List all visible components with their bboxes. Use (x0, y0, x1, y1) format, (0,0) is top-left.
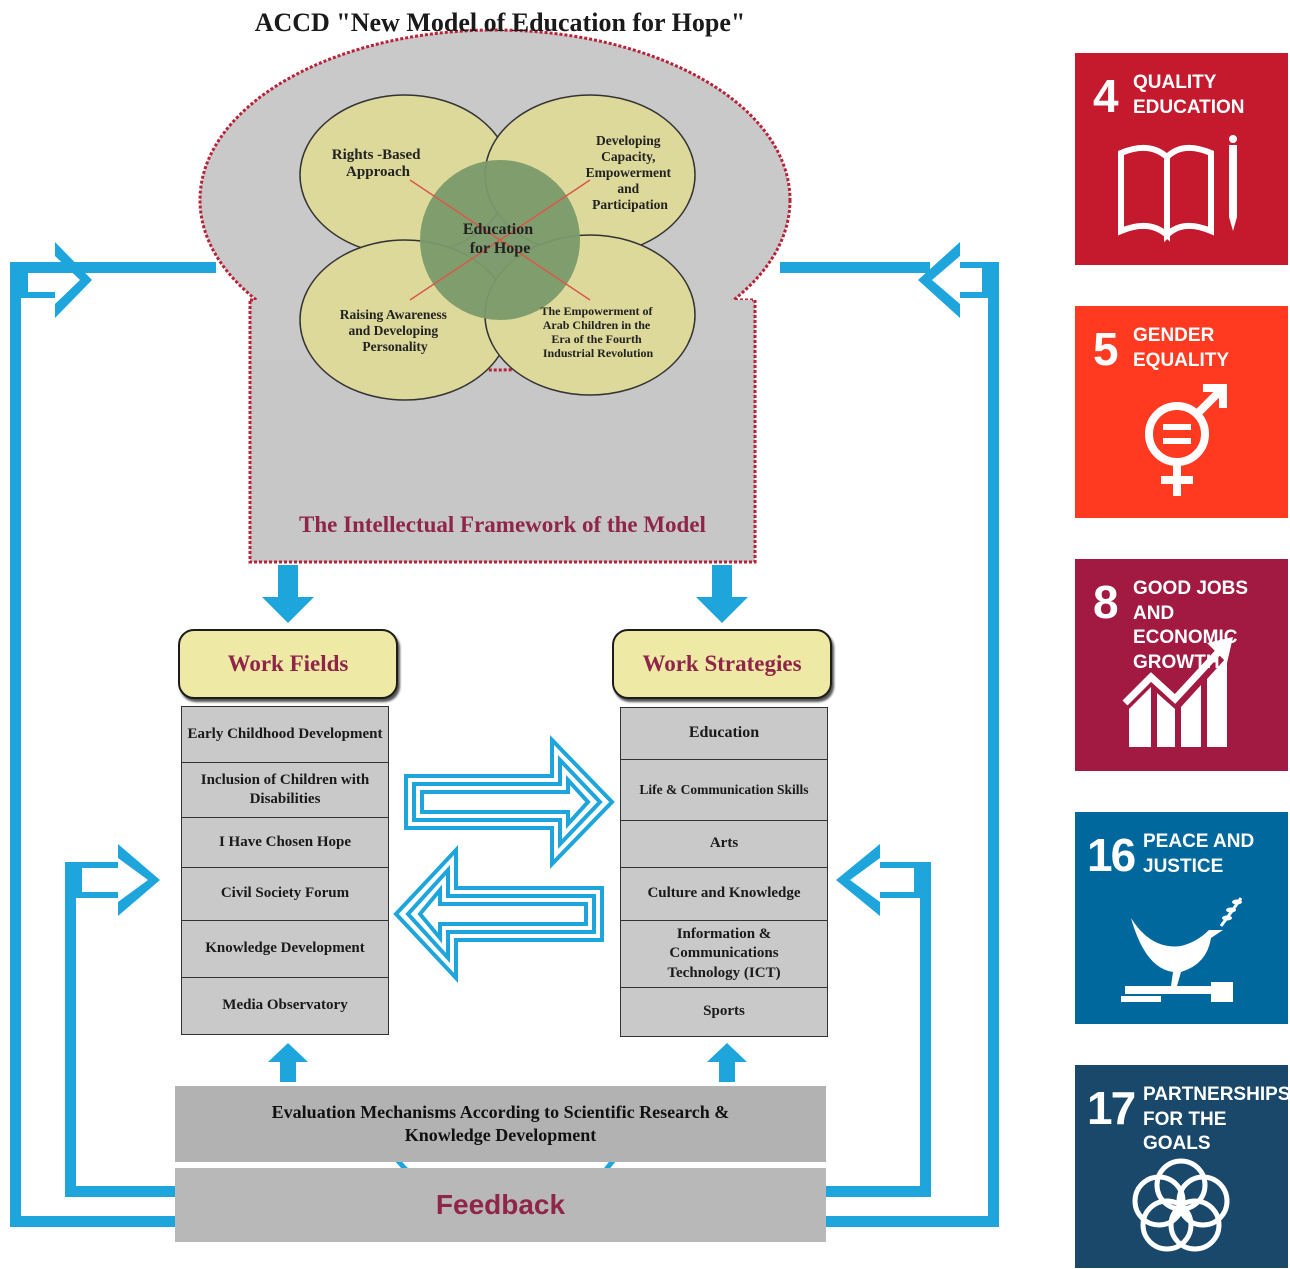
work-strategy-item: Arts (620, 820, 828, 868)
circle-empowerment-arab-children: The Empowerment of Arab Children in the … (541, 304, 656, 360)
sdg-title: Partnerships for the Goals (1143, 1084, 1290, 1155)
left-exchange-arrow (393, 844, 604, 984)
work-field-item: Knowledge Development (181, 920, 389, 978)
work-field-item: I Have Chosen Hope (181, 817, 389, 868)
feedback-box: Feedback (175, 1168, 826, 1242)
right-exchange-arrow (404, 735, 615, 869)
sdg-number: 4 (1093, 70, 1119, 122)
sdg-number: 17 (1087, 1082, 1136, 1134)
framework-circles (299, 94, 696, 401)
sdg-tile-4: 4 Quality Education (1075, 53, 1288, 265)
right-feedback-loop (780, 242, 999, 1227)
down-arrows (262, 565, 748, 623)
growth-chart-icon (1122, 637, 1233, 747)
left-feedback-loop (10, 242, 176, 1227)
diagram-graphics: Rights -Based Approach Developing Capaci… (10, 28, 999, 1227)
work-strategy-item: Life & Communication Skills (620, 759, 828, 821)
work-field-item: Early Childhood Development (181, 706, 389, 763)
gender-equality-icon (1145, 384, 1227, 496)
sdg-title: Peace and Justice (1143, 831, 1255, 877)
work-fields-header: Work Fields (178, 629, 398, 699)
sdg-number: 5 (1093, 323, 1119, 375)
work-strategies-header: Work Strategies (612, 629, 832, 699)
work-field-item: Civil Society Forum (181, 867, 389, 921)
work-strategy-item: Education (620, 707, 828, 760)
work-strategy-item: Information & Communications Technology … (620, 920, 828, 988)
sdg-number: 8 (1093, 576, 1119, 628)
page-title: ACCD "New Model of Education for Hope" (254, 8, 746, 37)
book-pencil-icon (1118, 135, 1237, 243)
circle-developing-capacity: Developing Capacity, Empowerment and Par… (586, 133, 675, 212)
dove-gavel-icon (1121, 897, 1243, 1002)
work-field-item: Media Observatory (181, 977, 389, 1035)
top-left-connector (21, 262, 216, 273)
interlocked-rings-icon (1132, 1158, 1230, 1252)
sdg-tile-8: 8 Good Jobs and Economic Growth (1075, 559, 1288, 771)
center-education-for-hope: Education for Hope (463, 221, 537, 257)
sdg-title: Gender Equality (1133, 325, 1230, 371)
work-strategy-item: Culture and Knowledge (620, 867, 828, 921)
circle-rights-based: Rights -Based Approach (332, 147, 425, 180)
work-strategy-item: Sports (620, 987, 828, 1037)
circle-raising-awareness: Raising Awareness and Developing Persona… (340, 307, 451, 354)
sdg-tile-5: 5 Gender Equality (1075, 306, 1288, 518)
sdg-tile-17: 17 Partnerships for the Goals (1075, 1065, 1290, 1268)
framework-label: The Intellectual Framework of the Model (299, 512, 706, 537)
sdg-number: 16 (1087, 829, 1136, 881)
work-field-item: Inclusion of Children with Disabilities (181, 762, 389, 818)
evaluation-mechanisms-box: Evaluation Mechanisms According to Scien… (175, 1086, 826, 1162)
sdg-tile-16: 16 Peace and Justice (1075, 812, 1288, 1024)
sdg-title: Quality Education (1133, 72, 1245, 118)
